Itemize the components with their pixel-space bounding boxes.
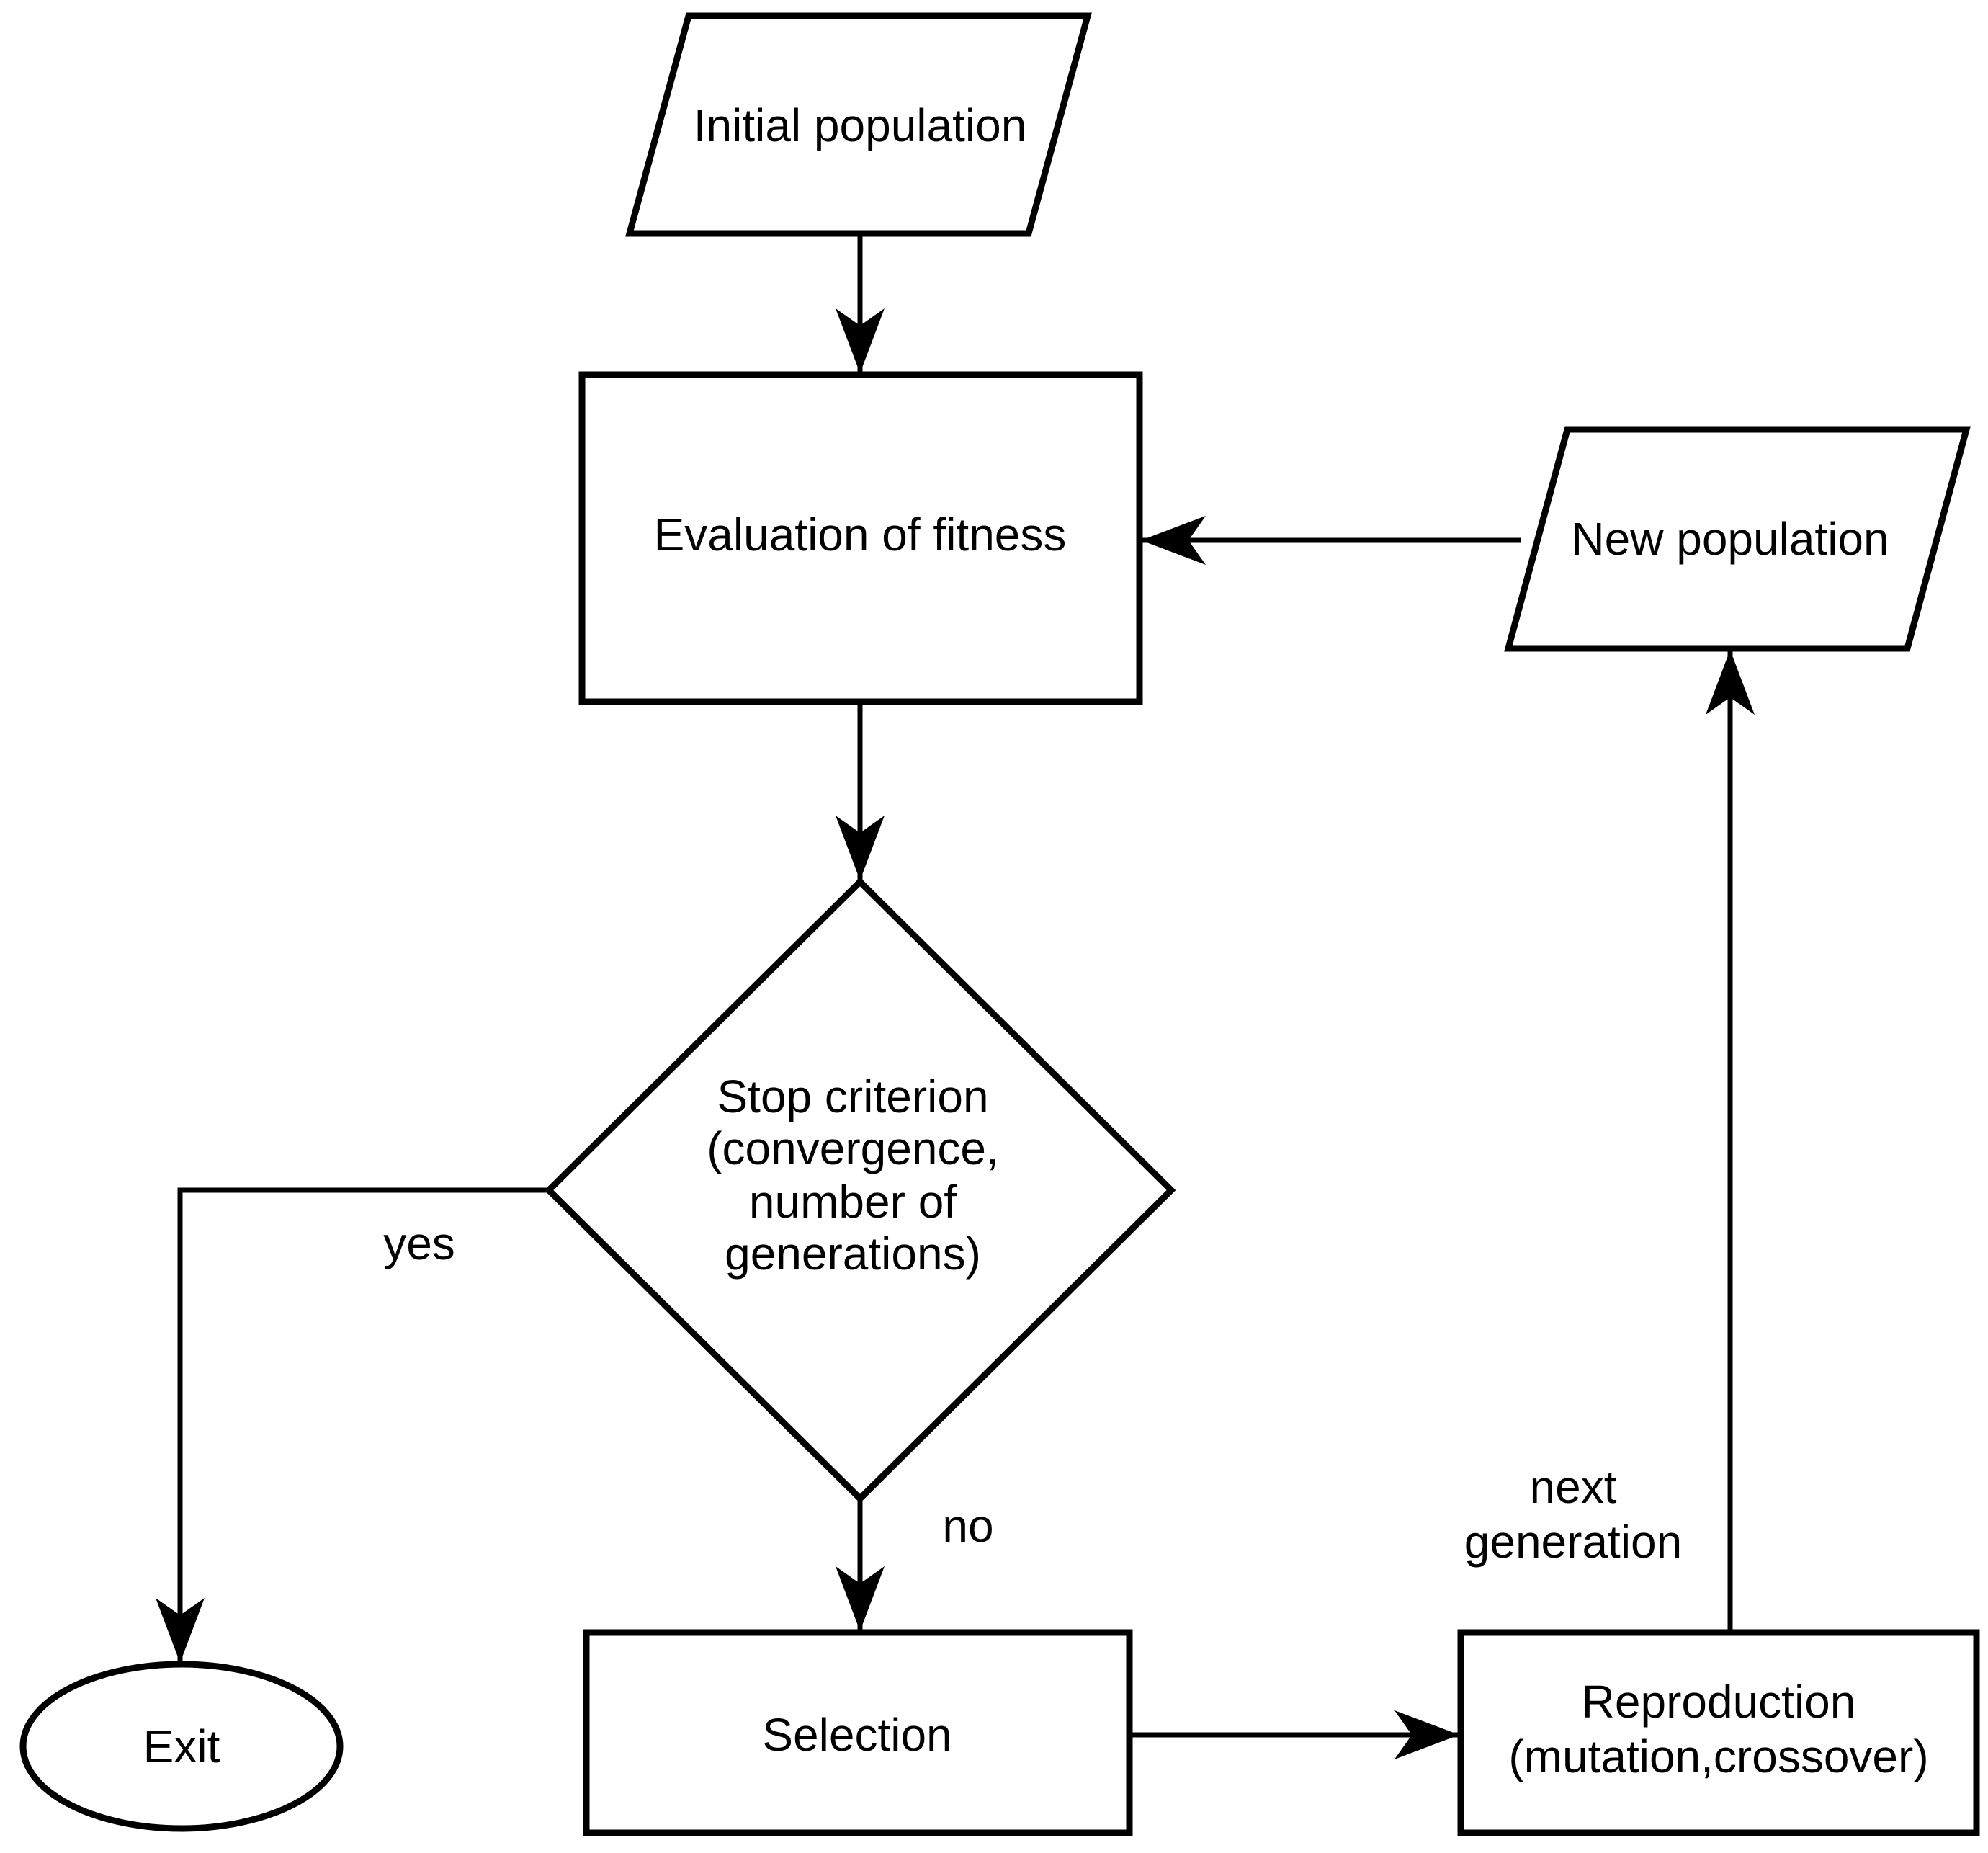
initial-population-parallelogram	[625, 12, 1092, 237]
next-generation-label-line2: generation	[1464, 1516, 1682, 1568]
exit-label: Exit	[143, 1720, 220, 1772]
selection-label: Selection	[762, 1709, 952, 1761]
node-reproduction: Reproduction (mutation,crossover)	[1457, 1629, 1980, 1836]
exit-ellipse	[19, 1661, 344, 1832]
node-stop-criterion: Stop criterion (convergence, number of g…	[544, 877, 1176, 1504]
reproduction-line1: Reproduction	[1582, 1676, 1856, 1728]
no-edge-label: no	[942, 1500, 993, 1552]
stop-criterion-line1: Stop criterion	[717, 1071, 988, 1122]
initial-population-label: Initial population	[694, 99, 1027, 151]
stop-criterion-line2: (convergence,	[707, 1122, 999, 1174]
new-population-parallelogram	[1504, 426, 1971, 652]
yes-edge-label: yes	[383, 1218, 455, 1269]
new-population-label: New population	[1571, 513, 1889, 565]
selection-rectangle	[583, 1629, 1133, 1836]
reproduction-line2: (mutation,crossover)	[1508, 1731, 1928, 1782]
node-new-population: New population	[1504, 426, 1971, 652]
reproduction-rectangle	[1457, 1629, 1980, 1836]
next-generation-label-line1: next	[1530, 1461, 1617, 1513]
node-initial-population: Initial population	[625, 12, 1092, 237]
evaluation-label: Evaluation of fitness	[654, 509, 1067, 561]
node-exit: Exit	[19, 1661, 344, 1832]
node-selection: Selection	[583, 1629, 1133, 1836]
edge-stop-criterion-yes-to-exit	[156, 1187, 549, 1663]
stop-criterion-line4: generations)	[725, 1228, 981, 1280]
node-evaluation: Evaluation of fitness	[578, 371, 1143, 705]
stop-criterion-line3: number of	[749, 1176, 957, 1228]
evaluation-rectangle	[578, 371, 1143, 705]
